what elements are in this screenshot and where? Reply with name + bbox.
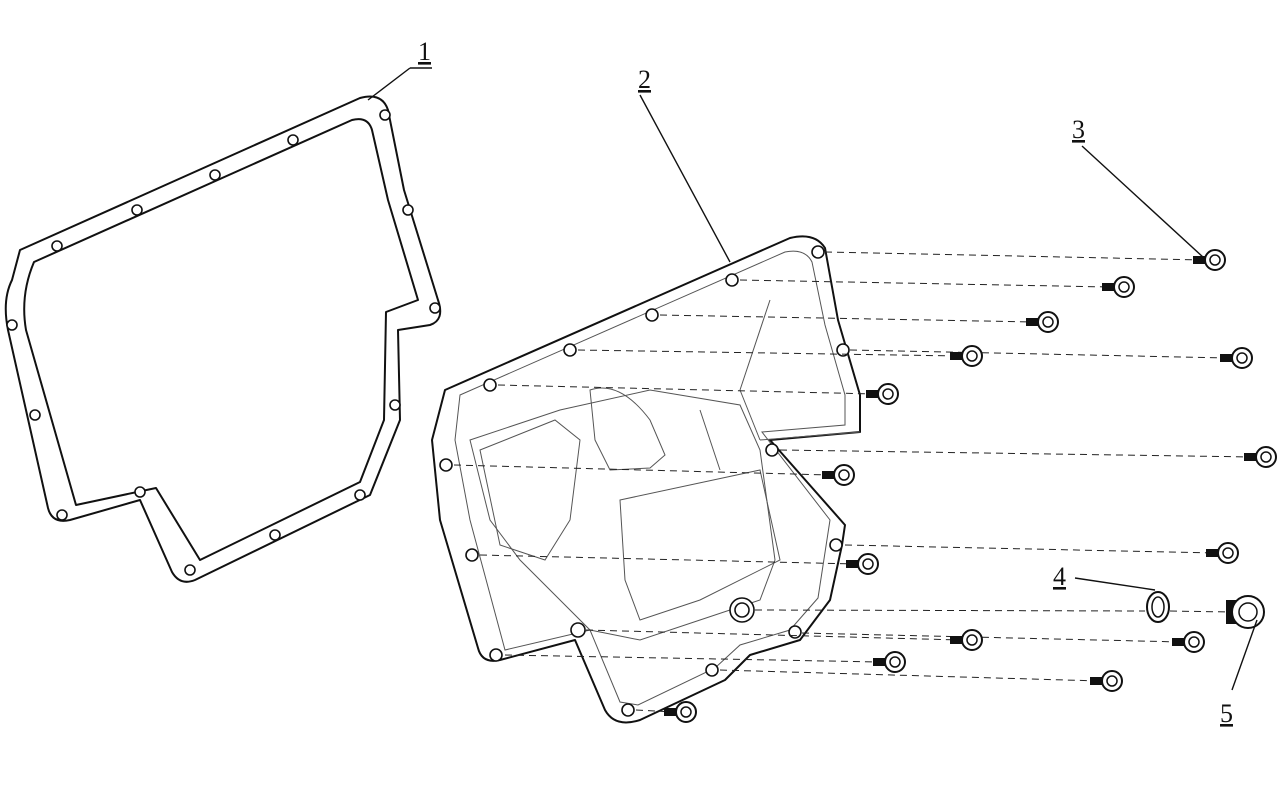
bolt xyxy=(1220,347,1253,369)
leader-lines xyxy=(367,67,1258,691)
callout-2: 2 xyxy=(638,65,651,94)
bolt xyxy=(950,629,983,651)
callout-1: 1 xyxy=(418,37,431,66)
bolt xyxy=(866,383,899,405)
bolt xyxy=(1193,249,1226,271)
bolt xyxy=(873,651,906,673)
bolt xyxy=(1102,276,1135,298)
callout-4: 4 xyxy=(1053,562,1066,591)
seal-ring-part-4 xyxy=(1146,591,1170,623)
bolt xyxy=(950,345,983,367)
bolt xyxy=(822,464,855,486)
bolt xyxy=(1090,670,1123,692)
callout-5: 5 xyxy=(1220,699,1233,728)
bolt xyxy=(664,701,697,723)
bolt xyxy=(1172,631,1205,653)
alignment-lines xyxy=(453,251,1256,713)
bolt xyxy=(1026,311,1059,333)
bolts-part-3 xyxy=(664,249,1277,723)
callout-3: 3 xyxy=(1072,115,1085,144)
bolt xyxy=(1206,542,1239,564)
drain-plug-part-5 xyxy=(1226,595,1265,629)
bolt xyxy=(846,553,879,575)
bolt xyxy=(1244,446,1277,468)
callouts: 1 2 3 4 5 xyxy=(418,37,1233,728)
gasket-part-1 xyxy=(4,95,442,583)
oil-pan-part-2 xyxy=(431,235,861,724)
